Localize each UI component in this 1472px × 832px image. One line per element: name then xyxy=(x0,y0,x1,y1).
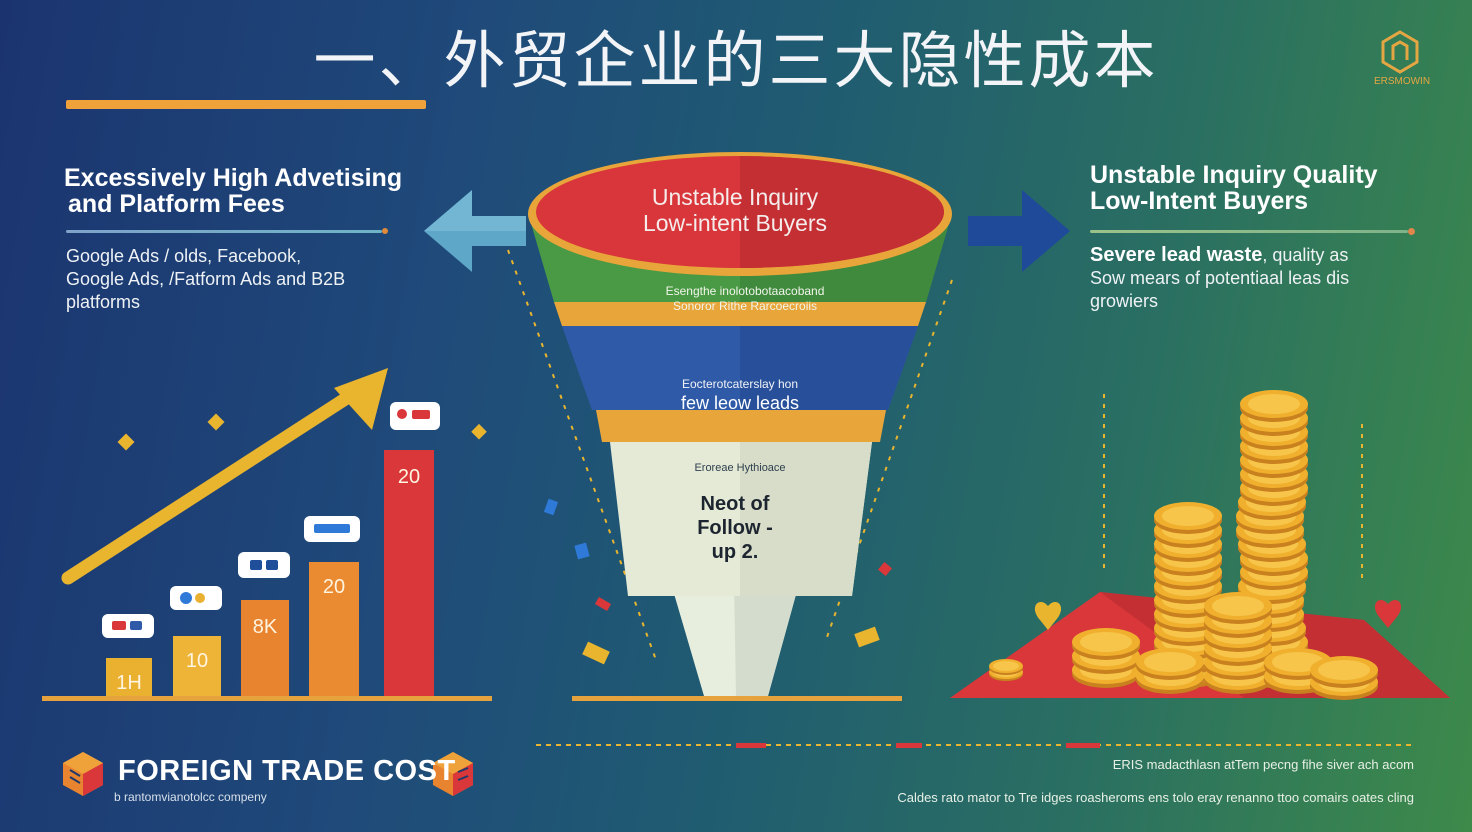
bubble-1 xyxy=(102,614,154,638)
funnel-blue-line2: few leow leads xyxy=(680,393,800,413)
bubble-3 xyxy=(238,552,290,578)
funnel-bottom-line2: Follow - xyxy=(697,517,773,539)
bar-label-2: 10 xyxy=(185,650,209,672)
right-divider xyxy=(1090,230,1408,233)
coin-stacks-illustration xyxy=(950,390,1450,700)
right-body-line1-rest: , quality as xyxy=(1262,245,1349,265)
right-divider-dot xyxy=(1408,228,1415,235)
cost-bar-illustration xyxy=(42,368,492,701)
cube-logo-icon-right xyxy=(433,752,473,796)
footer-brand: FOREIGN TRADE COST xyxy=(118,755,456,787)
funnel-top-text: Unstable Inquiry Low-intent Buyers xyxy=(600,184,870,236)
bar-label-3: 8K xyxy=(252,616,278,638)
funnel-bottom-text: Neot of Follow - up 2. xyxy=(665,492,805,564)
bar-1 xyxy=(106,658,152,696)
arrow-right-icon xyxy=(968,190,1070,272)
left-body-line2: Google Ads, /Fatform Ads and B2B xyxy=(66,269,346,289)
funnel-top-line2: Low-intent Buyers xyxy=(642,210,828,236)
coin-stack-front xyxy=(1204,592,1272,694)
cube-logo-icon xyxy=(63,752,103,796)
bar-2 xyxy=(173,636,221,696)
footer-subtitle: b rantomvianotolcc compeny xyxy=(114,790,267,804)
footer-note-line1: ERIS madacthlasn atTem pecng fihe siver … xyxy=(1112,757,1414,772)
brand-hex-icon xyxy=(1381,30,1419,74)
bubble-2 xyxy=(170,586,222,610)
right-heading-line1: Unstable Inquiry Quality xyxy=(1090,161,1378,189)
title-underline xyxy=(66,100,426,109)
left-body-line1: Google Ads / olds, Facebook, xyxy=(66,246,302,266)
bar-label-4: 20 xyxy=(322,576,346,598)
bubble-4 xyxy=(304,516,360,542)
left-heading-line2: and Platform Fees xyxy=(68,190,285,218)
arrow-left-icon xyxy=(424,190,526,272)
heart-icon xyxy=(1034,601,1062,630)
funnel-top-line1: Unstable Inquiry xyxy=(651,184,819,210)
bubble-5 xyxy=(390,402,440,430)
funnel-small-text: Eroreae Hythioace xyxy=(694,462,786,474)
footer-dashed-rule xyxy=(536,743,1412,748)
funnel-green-line2: Sonoror Rithe Rarcoecroiis xyxy=(672,299,818,313)
right-body-line3: growiers xyxy=(1090,291,1159,311)
right-heading: Unstable Inquiry Quality Low-Intent Buye… xyxy=(1090,162,1450,214)
footer-note-line2: Caldes rato mator to Tre idges roasherom… xyxy=(897,790,1414,805)
right-body-bold: Severe lead waste xyxy=(1090,244,1263,266)
left-body-text: Google Ads / olds, Facebook, Google Ads,… xyxy=(66,245,406,314)
right-heading-line2: Low-Intent Buyers xyxy=(1090,187,1309,215)
funnel-illustration xyxy=(507,152,953,701)
left-heading: Excessively High Advetising and Platform… xyxy=(64,165,424,217)
funnel-bottom-line1: Neot of xyxy=(700,493,770,515)
chart-baseline xyxy=(42,696,492,701)
bar-5 xyxy=(384,450,434,696)
left-divider xyxy=(66,230,382,233)
bar-3 xyxy=(241,600,289,696)
funnel-green-line1: Esengthe inolotobotaacoband xyxy=(665,284,825,298)
bar-label-5: 20 xyxy=(397,466,421,488)
bar-label-1: 1H xyxy=(116,672,142,694)
bar-4 xyxy=(309,562,359,696)
left-divider-dot xyxy=(382,228,388,234)
funnel-bottom-line3: up 2. xyxy=(711,541,759,563)
right-body-text: Severe lead waste, quality as Sow mears … xyxy=(1090,244,1410,313)
page-title: 一、外贸企业的三大隐性成本 xyxy=(313,24,1159,97)
funnel-green-text: Esengthe inolotobotaacoband Sonoror Rith… xyxy=(630,284,860,314)
right-body-line2: Sow mears of potentiaal leas dis xyxy=(1090,268,1350,288)
left-body-line3: platforms xyxy=(66,292,141,312)
growth-arrow-icon xyxy=(61,368,388,585)
left-heading-line1: Excessively High Advetising xyxy=(64,164,403,192)
funnel-blue-line1: Eocterotcaterslay hon xyxy=(681,377,799,391)
brand-text: ERSMOWIN xyxy=(1373,76,1431,87)
